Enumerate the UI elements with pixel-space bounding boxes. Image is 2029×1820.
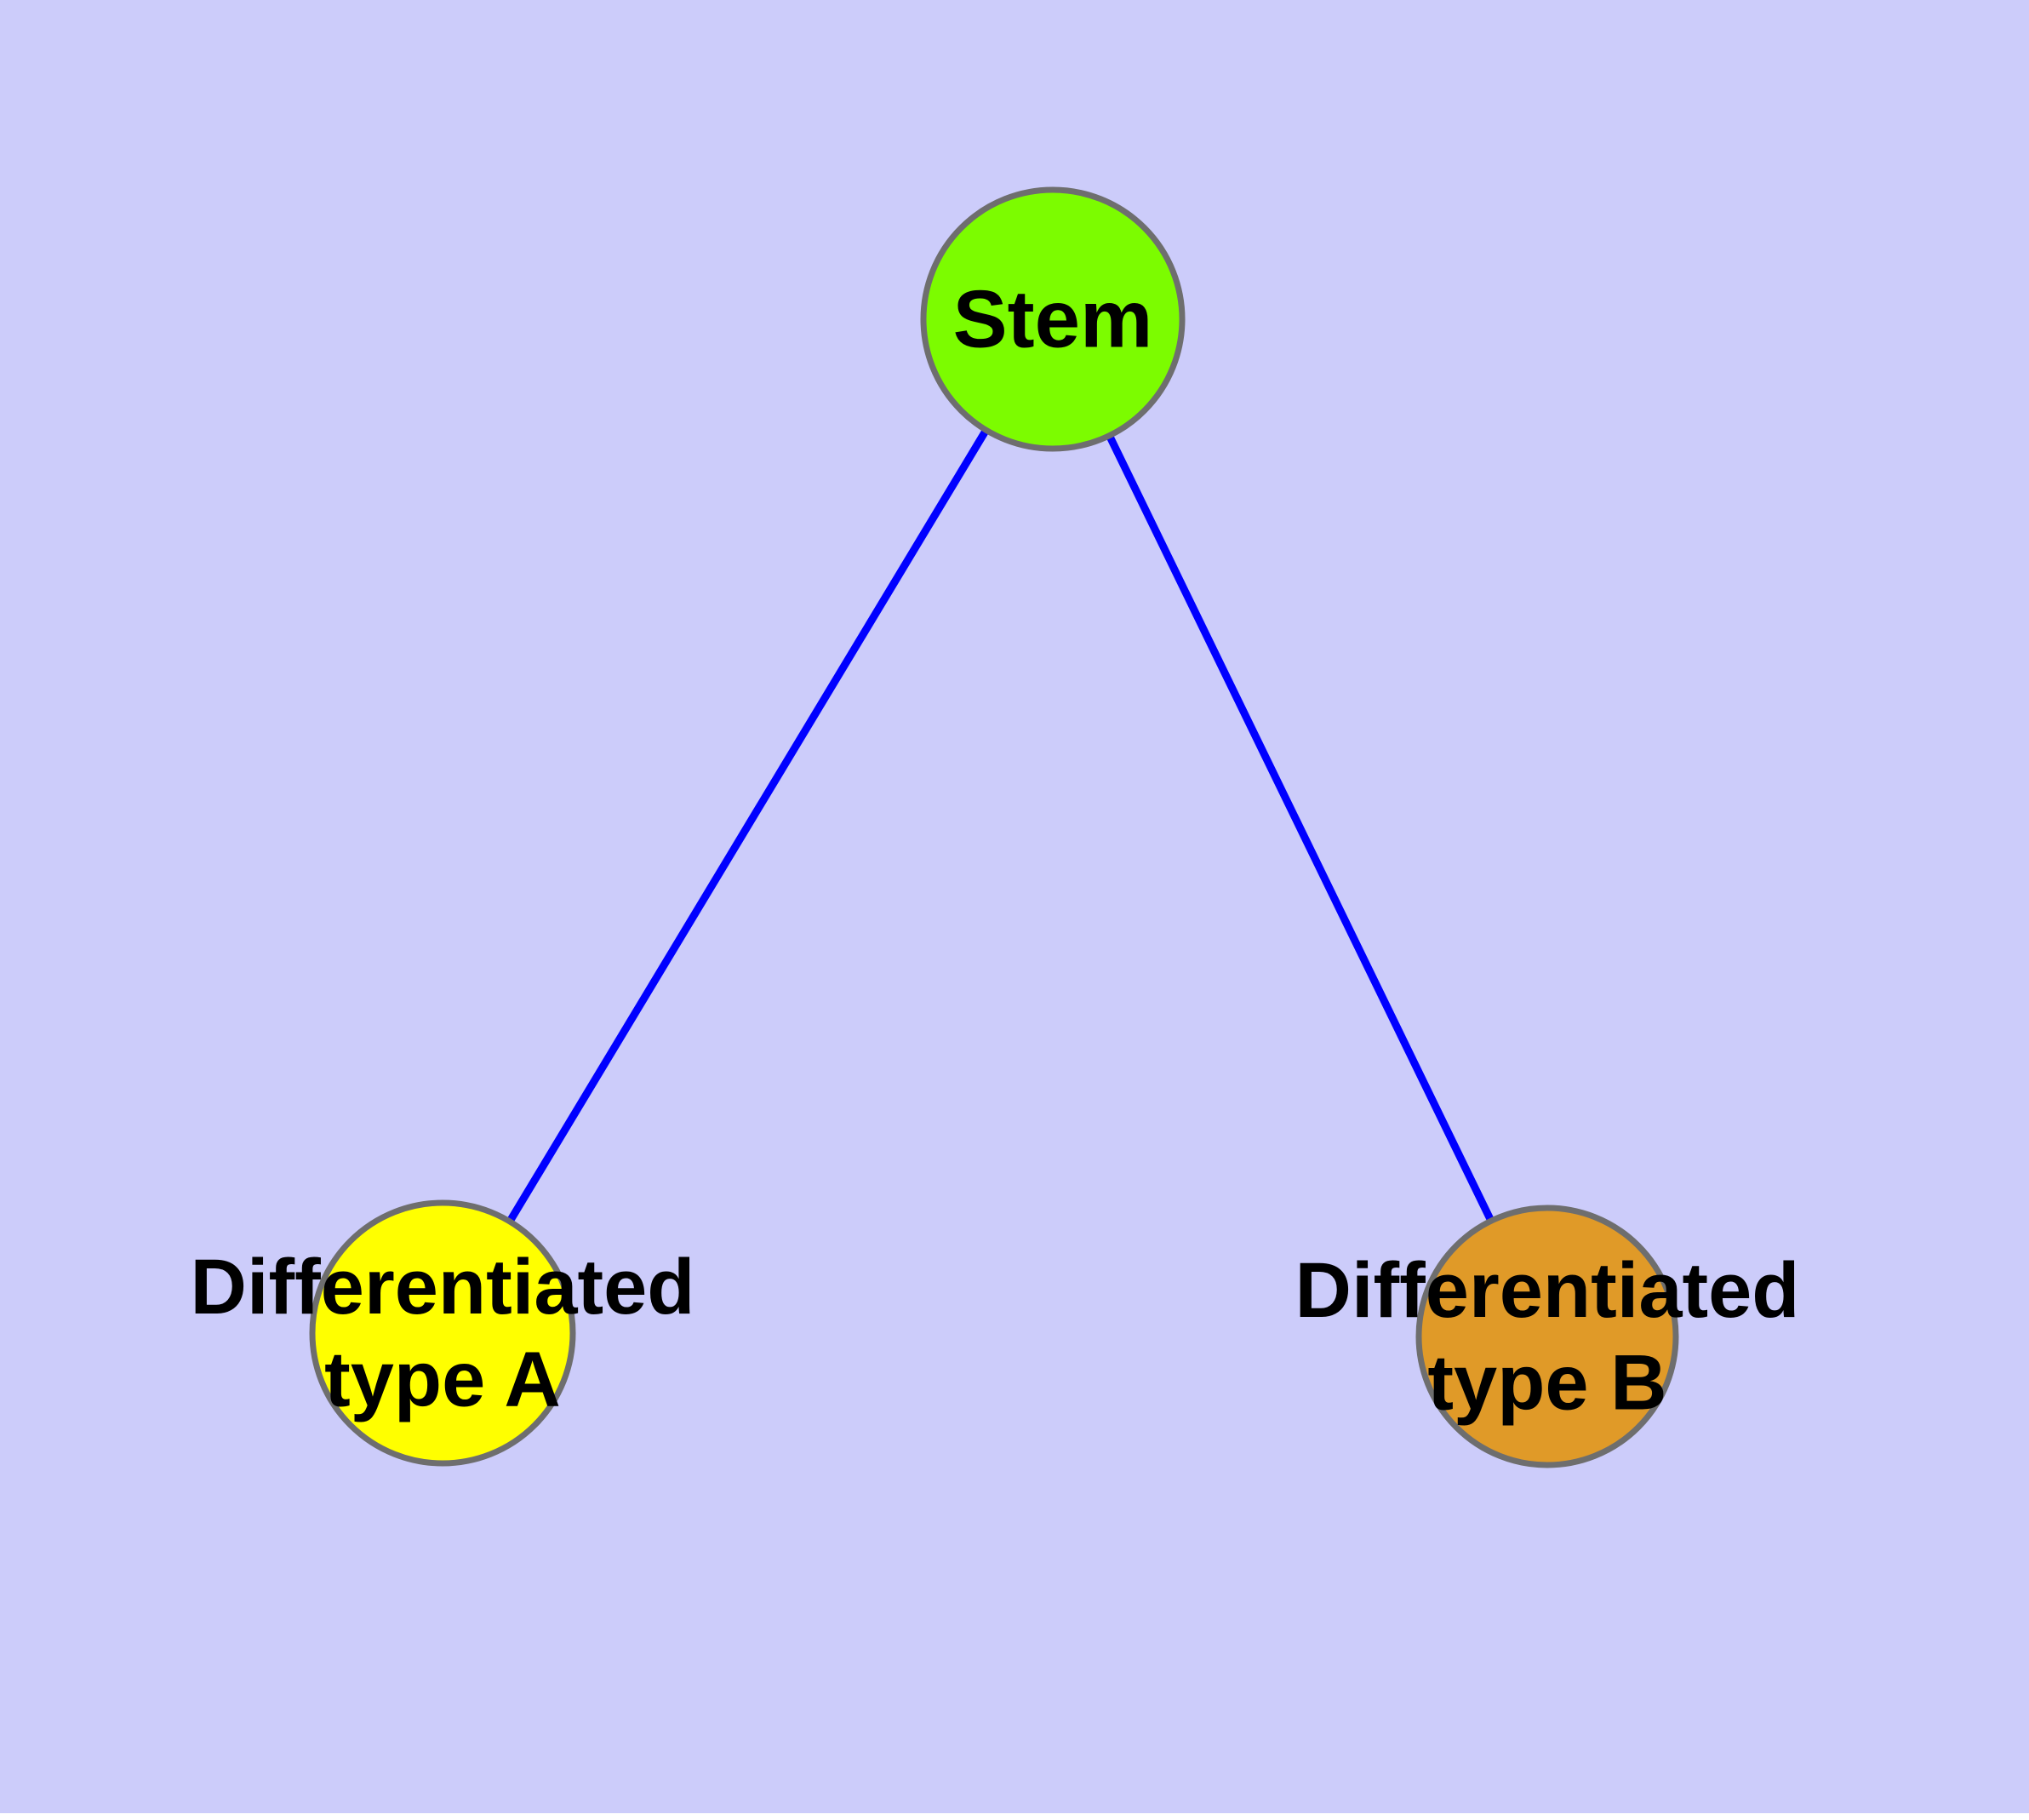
node-label-line: Differentiated <box>191 1244 695 1331</box>
stem-node-label: Stem <box>953 274 1153 365</box>
differentiated-type-a-node-circle[interactable] <box>309 1199 576 1467</box>
edge-layer <box>439 317 1552 1338</box>
edge-stem-to-differentiated-type-b[interactable] <box>1049 318 1552 1338</box>
differentiated-type-b-node-circle[interactable] <box>1415 1205 1679 1468</box>
node-stem[interactable]: Stem <box>920 186 1186 452</box>
node-label-line: Stem <box>953 274 1153 365</box>
node-label-line: type A <box>324 1336 561 1423</box>
edge-stem-to-differentiated-type-a[interactable] <box>439 317 1056 1336</box>
stem-node-circle[interactable] <box>920 186 1186 452</box>
node-label-line: type B <box>1427 1340 1666 1427</box>
node-label-line: Differentiated <box>1295 1247 1800 1334</box>
